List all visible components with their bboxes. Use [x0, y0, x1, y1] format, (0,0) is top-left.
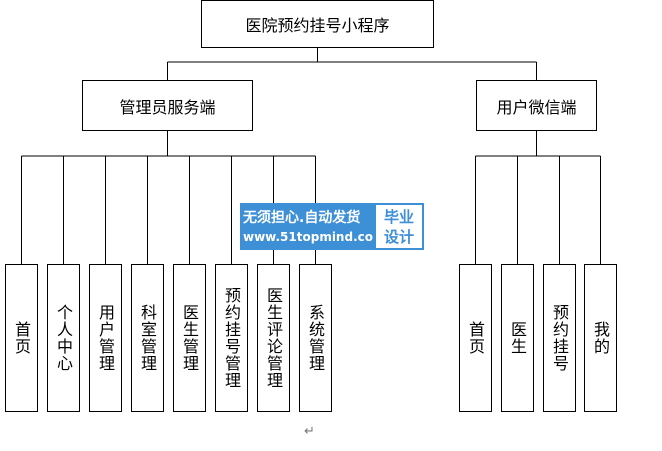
leaf-label: 首页: [466, 321, 485, 355]
leaf-label: 医生管理: [180, 304, 199, 372]
leaf-admin-system-management: 系统管理: [299, 264, 332, 412]
leaf-label: 我的: [591, 321, 610, 355]
leaf-user-mine: 我的: [584, 264, 617, 412]
leaf-user-home: 首页: [459, 264, 492, 412]
leaf-label: 系统管理: [306, 304, 325, 372]
paragraph-mark-icon: ↵: [304, 424, 315, 439]
leaf-label: 预约挂号: [550, 304, 569, 372]
leaf-label: 医生: [508, 321, 527, 355]
branch-node-admin: 管理员服务端: [82, 80, 253, 131]
watermark-url: www.51topmind.com: [243, 229, 386, 244]
leaf-label: 科室管理: [138, 304, 157, 372]
branch-node-admin-label: 管理员服务端: [119, 97, 216, 117]
leaf-label: 个人中心: [54, 304, 73, 372]
leaf-admin-user-management: 用户管理: [89, 264, 122, 412]
branch-node-user: 用户微信端: [476, 80, 597, 131]
branch-node-user-label: 用户微信端: [496, 97, 577, 117]
leaf-admin-home: 首页: [5, 264, 38, 412]
leaf-admin-appointment-management: 预约挂号管理: [215, 264, 248, 412]
leaf-admin-doctor-review-management: 医生评论管理: [257, 264, 290, 412]
watermark-badge: 无须担心.自动发货 www.51topmind.com 毕业 设计: [240, 203, 424, 250]
leaf-user-appointment: 预约挂号: [543, 264, 576, 412]
watermark-left-panel: 无须担心.自动发货 www.51topmind.com: [240, 203, 386, 250]
root-node: 医院预约挂号小程序: [201, 0, 434, 48]
watermark-right-line1: 毕业: [383, 207, 414, 226]
leaf-admin-doctor-management: 医生管理: [173, 264, 206, 412]
watermark-right-panel: 毕业 设计: [374, 203, 424, 250]
leaf-label: 预约挂号管理: [222, 287, 241, 389]
leaf-label: 用户管理: [96, 304, 115, 372]
leaf-admin-personal-center: 个人中心: [47, 264, 80, 412]
leaf-label: 首页: [12, 321, 31, 355]
watermark-right-line2: 设计: [383, 227, 414, 246]
root-node-label: 医院预约挂号小程序: [245, 16, 390, 35]
leaf-label: 医生评论管理: [264, 287, 283, 389]
leaf-user-doctor: 医生: [501, 264, 534, 412]
watermark-slogan: 无须担心.自动发货: [243, 209, 361, 226]
leaf-admin-department-management: 科室管理: [131, 264, 164, 412]
